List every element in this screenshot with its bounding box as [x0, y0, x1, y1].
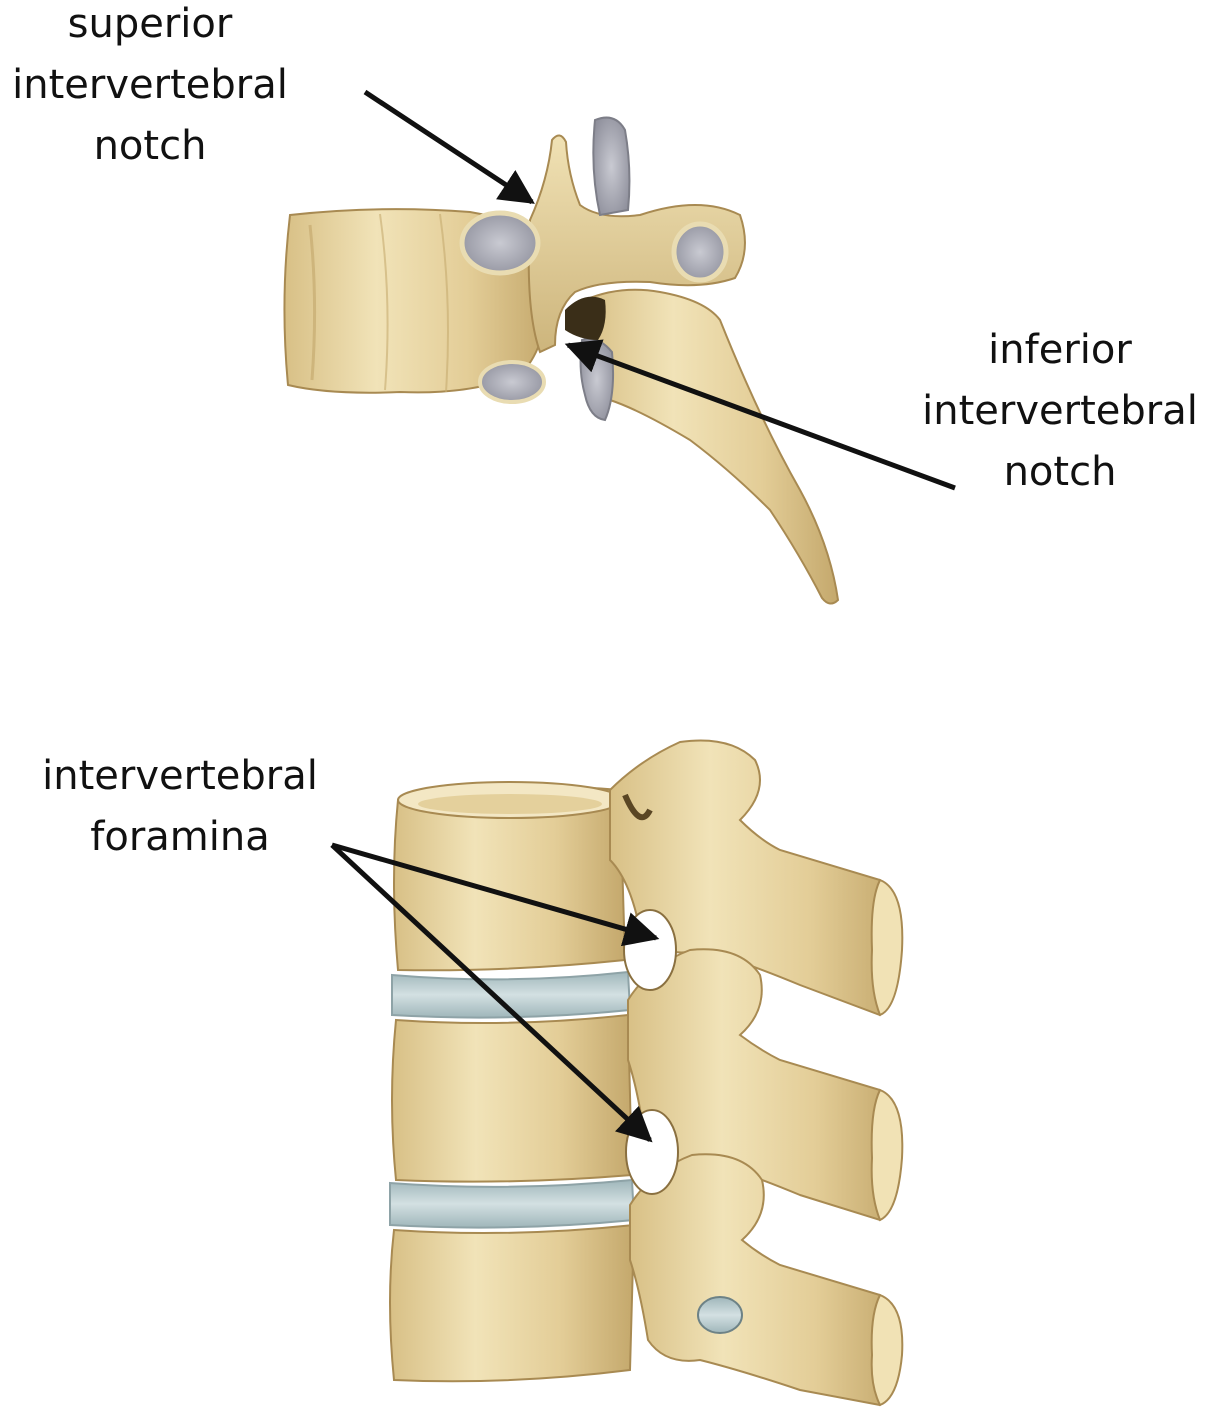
- arrow-foramen-upper: [331, 842, 660, 947]
- arrow-foramen-lower: [330, 843, 653, 1143]
- pedicle-and-lamina: [527, 134, 746, 354]
- vertebral-column-illustration: [389, 739, 904, 1407]
- inferior-costal-facet: [478, 360, 546, 404]
- label-line: notch: [93, 123, 207, 169]
- label-line: intervertebral: [12, 62, 288, 108]
- vertebral-body-middle: [391, 1013, 634, 1183]
- superior-costal-facet: [459, 210, 541, 276]
- label-intervertebral-foramina: intervertebral foramina: [20, 746, 340, 868]
- arrow-inferior-notch: [564, 339, 956, 491]
- label-arrows: [330, 89, 956, 1143]
- label-line: superior: [67, 1, 233, 47]
- label-inferior-intervertebral-notch: inferior intervertebral notch: [910, 320, 1210, 503]
- intervertebral-disc-lower: [389, 1178, 636, 1229]
- transverse-costal-facet: [671, 221, 729, 283]
- intervertebral-foramen-upper: [623, 909, 677, 991]
- label-line: foramina: [90, 814, 270, 860]
- label-line: notch: [1003, 449, 1117, 495]
- single-vertebra-illustration: [283, 116, 840, 605]
- label-line: intervertebral: [42, 753, 318, 799]
- label-line: intervertebral: [922, 388, 1198, 434]
- label-superior-intervertebral-notch: superior intervertebral notch: [0, 0, 300, 177]
- arrow-superior-notch: [363, 89, 535, 205]
- label-line: inferior: [988, 327, 1132, 373]
- spinous-process: [583, 288, 840, 605]
- vertebral-body-lower: [389, 1223, 636, 1383]
- inferior-notch-shadow: [565, 296, 606, 340]
